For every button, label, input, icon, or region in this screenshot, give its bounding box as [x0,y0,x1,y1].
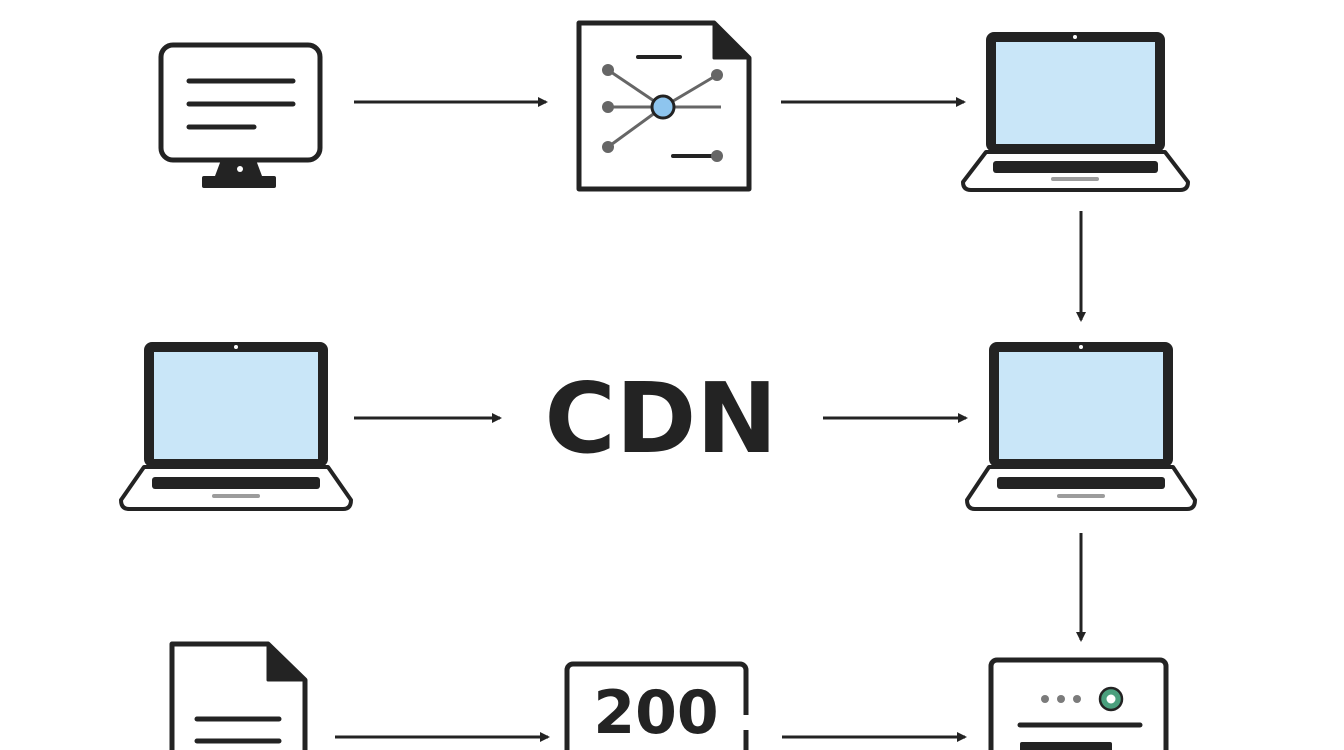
desktop-monitor-icon [158,42,323,188]
laptop-icon [965,342,1197,511]
laptop-icon [119,342,353,511]
status-code-label: 200 [593,678,718,748]
laptop-icon [961,32,1190,192]
status-code-box: 200 [564,661,750,750]
document-icon [169,641,308,750]
network-document-icon [576,20,752,192]
server-status-icon [988,657,1169,750]
cdn-label: CDN [545,362,778,475]
